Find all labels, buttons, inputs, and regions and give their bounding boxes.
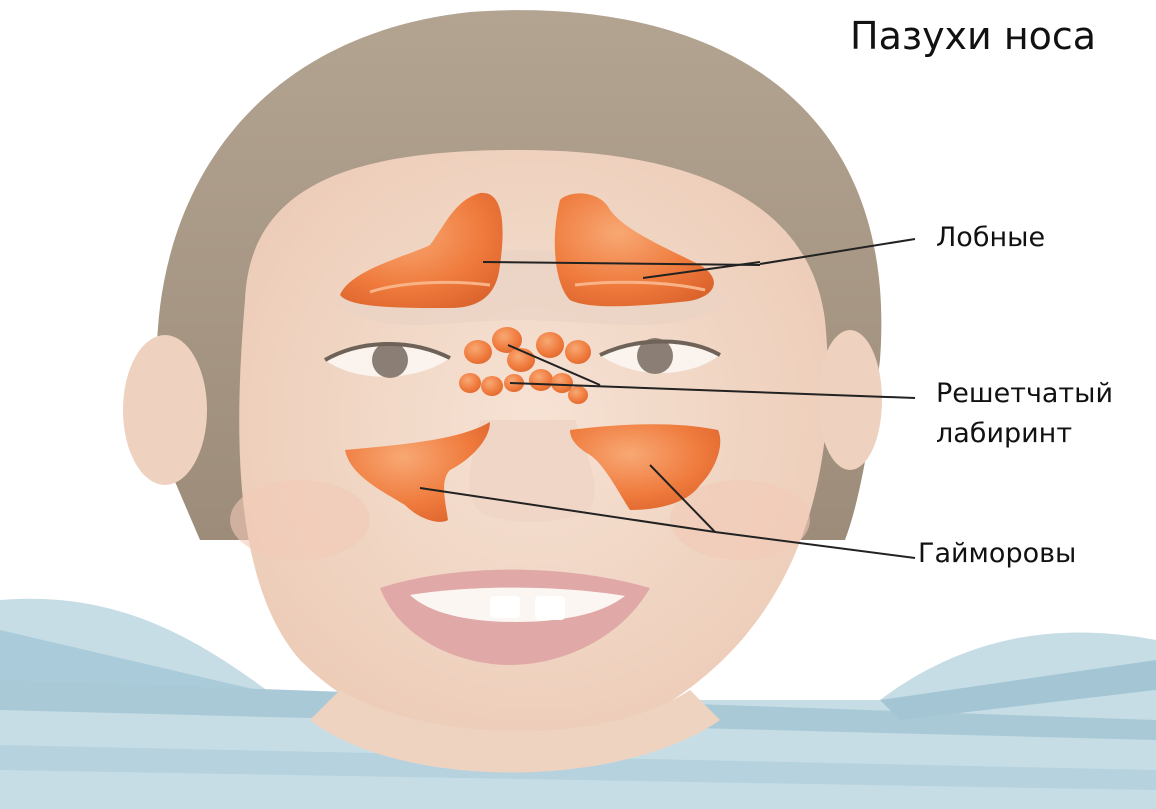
diagram-title: Пазухи носа: [850, 14, 1096, 58]
label-ethmoid-line2: лабиринт: [936, 414, 1113, 454]
label-ethmoid-line1: Решетчатый: [936, 374, 1113, 414]
label-frontal: Лобные: [936, 222, 1045, 253]
right-ear: [818, 330, 882, 470]
label-ethmoid: Решетчатый лабиринт: [936, 374, 1113, 454]
label-maxillary: Гайморовы: [918, 538, 1076, 569]
left-ear: [123, 335, 207, 485]
